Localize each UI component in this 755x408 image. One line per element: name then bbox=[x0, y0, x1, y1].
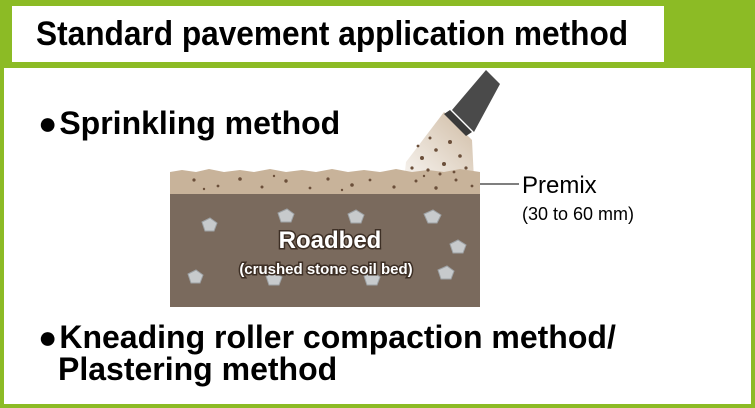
method-kneading-label-1: Kneading roller compaction method/ bbox=[59, 319, 616, 355]
method-sprinkling: ●Sprinkling method bbox=[38, 106, 340, 140]
bullet-icon: ● bbox=[38, 105, 58, 141]
premix-aggregate bbox=[192, 174, 474, 192]
sprinkler-icon bbox=[444, 70, 500, 136]
roadbed-sublabel: (crushed stone soil bed) bbox=[239, 261, 412, 278]
roadbed-label: Roadbed bbox=[279, 227, 382, 254]
method-sprinkling-label: Sprinkling method bbox=[59, 105, 341, 141]
premix-thickness: (30 to 60 mm) bbox=[522, 204, 634, 224]
header-bar: Standard pavement application method bbox=[4, 0, 751, 68]
bullet-icon: ● bbox=[38, 319, 58, 355]
falling-particles bbox=[410, 136, 468, 176]
method-kneading: ●Kneading roller compaction method/ bbox=[38, 320, 616, 354]
method-kneading-line2: Plastering method bbox=[58, 351, 338, 387]
page-title: Standard pavement application method bbox=[36, 14, 629, 53]
roadbed-layer bbox=[170, 190, 480, 307]
title-box: Standard pavement application method bbox=[12, 6, 664, 62]
pavement-diagram: Roadbed (crushed stone soil bed) Premix … bbox=[170, 70, 634, 307]
spray-cone bbox=[404, 112, 474, 180]
crushed-stones bbox=[187, 208, 467, 286]
premix-label: Premix bbox=[522, 172, 597, 199]
premix-layer bbox=[170, 169, 480, 194]
